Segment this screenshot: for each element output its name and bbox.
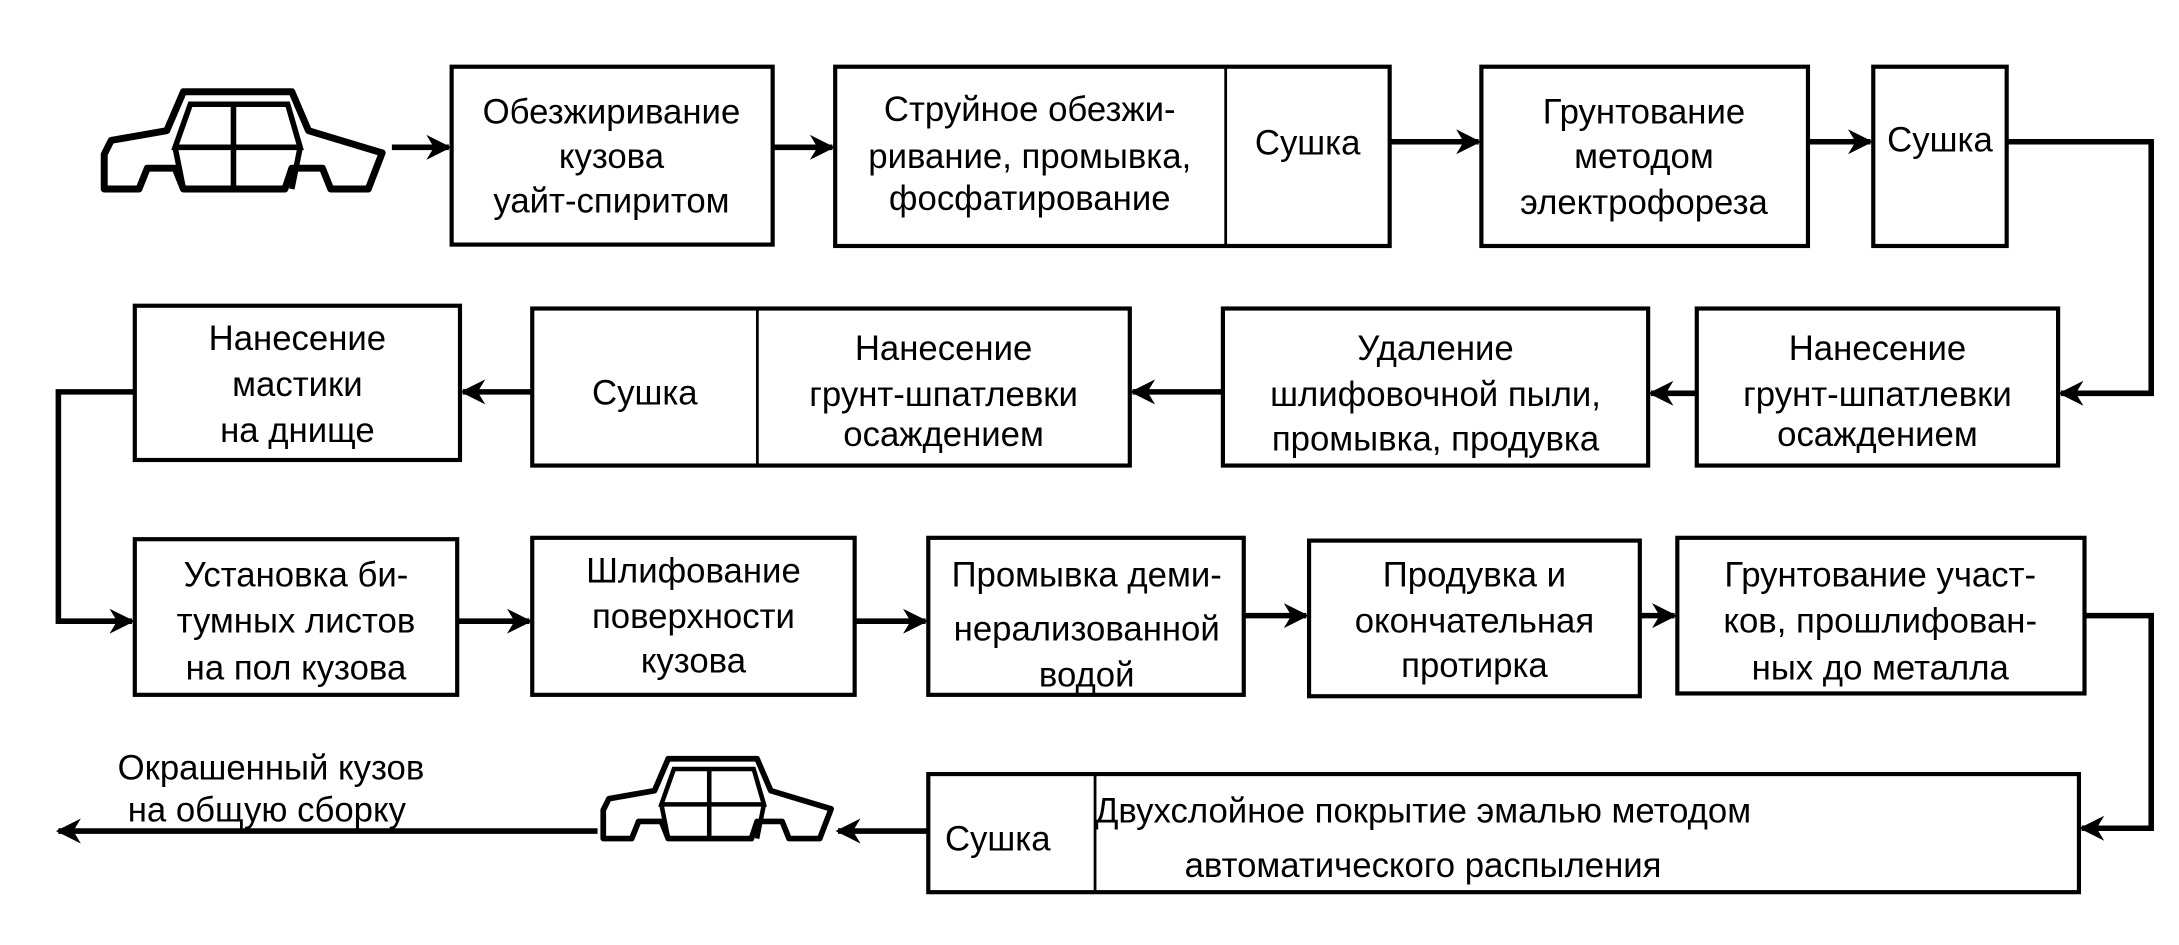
step-text: Установка би-: [184, 556, 409, 594]
car-body-icon: [603, 759, 831, 839]
step-text: Двухслойное покрытие эмалью методом: [1095, 793, 1751, 831]
car-body-icon: [104, 92, 382, 189]
connectors: [55, 129, 2154, 844]
step-text: поверхности: [592, 598, 795, 636]
step-primer-putty: Нанесение грунт-шпатлевки осаждением: [1694, 306, 2061, 468]
step-text: мастики: [232, 366, 362, 404]
output-label-line: на общую сборку: [128, 791, 407, 829]
step-text: Продувка и: [1383, 556, 1566, 594]
step-primer-putty-drying: Сушка Нанесение грунт-шпатлевки осаждени…: [530, 306, 1132, 468]
step-text: электрофореза: [1520, 184, 1768, 222]
step-electrophoresis-priming: Грунтование методом электрофореза: [1479, 64, 1811, 249]
step-text: шлифовочной пыли,: [1270, 376, 1601, 414]
step-text: Нанесение: [855, 330, 1033, 368]
step-text: на пол кузова: [186, 650, 407, 688]
step-text: методом: [1574, 138, 1714, 176]
step-text: Струйное обезжи-: [884, 91, 1176, 129]
step-text: кузова: [559, 138, 665, 176]
step-bitumen-sheets: Установка би- тумных листов на пол кузов…: [132, 537, 460, 697]
step-demineralized-rinse: Промывка деми- нерализованной водой: [926, 535, 1246, 697]
step-text: нерализованной: [954, 611, 1220, 649]
step-text: тумных листов: [177, 602, 416, 640]
step-enamel-coating-drying: Сушка Двухслойное покрытие эмалью методо…: [926, 771, 2082, 895]
step-degreasing: Обезжиривание кузова уайт-спиритом: [449, 64, 775, 247]
step-text: окончательная: [1355, 602, 1594, 640]
step-blowing-wiping: Продувка и окончательная протирка: [1306, 538, 1642, 699]
step-text: грунт-шпатлевки: [809, 376, 1078, 414]
step-text: на днище: [220, 412, 375, 450]
step-text: Грунтование участ-: [1724, 556, 2036, 594]
output-label: Окрашенный кузов на общую сборку: [118, 750, 425, 830]
step-text: Сушка: [1887, 121, 1993, 159]
step-text: Обезжиривание: [483, 94, 741, 132]
step-spot-priming: Грунтование участ- ков, прошлифован- ных…: [1675, 535, 2087, 696]
step-text: Промывка деми-: [952, 556, 1222, 594]
step-text: Нанесение: [209, 320, 387, 358]
step-text: осаждением: [1777, 416, 1978, 454]
step-text: кузова: [641, 643, 747, 681]
step-text: грунт-шпатлевки: [1743, 376, 2012, 414]
step-drying: Сушка: [1871, 64, 2009, 249]
step-text: осаждением: [843, 416, 1044, 454]
step-text: ривание, промывка,: [868, 138, 1191, 176]
step-text: Удаление: [1357, 330, 1513, 368]
step-text: Грунтование: [1543, 94, 1745, 132]
step-text: Шлифование: [586, 552, 801, 590]
step-jet-degreasing-phosphating: Струйное обезжи- ривание, промывка, фосф…: [833, 64, 1392, 249]
step-text: уайт-спиритом: [493, 183, 729, 221]
drying-text: Сушка: [592, 374, 698, 412]
step-text: автоматического распыления: [1185, 847, 1662, 885]
drying-text: Сушка: [945, 820, 1051, 858]
step-text: протирка: [1401, 647, 1548, 685]
step-text: водой: [1039, 657, 1135, 695]
drying-text: Сушка: [1255, 124, 1361, 162]
step-text: ков, прошлифован-: [1723, 602, 2037, 640]
step-text: ных до металла: [1752, 650, 2010, 688]
step-text: фосфатирование: [889, 180, 1171, 218]
step-surface-sanding: Шлифование поверхности кузова: [530, 535, 857, 697]
step-text: промывка, продувка: [1272, 420, 1600, 458]
step-text: Нанесение: [1789, 330, 1967, 368]
step-underbody-mastic: Нанесение мастики на днище: [132, 303, 463, 463]
output-label-line: Окрашенный кузов: [118, 750, 425, 788]
step-dust-removal: Удаление шлифовочной пыли, промывка, про…: [1220, 306, 1651, 468]
